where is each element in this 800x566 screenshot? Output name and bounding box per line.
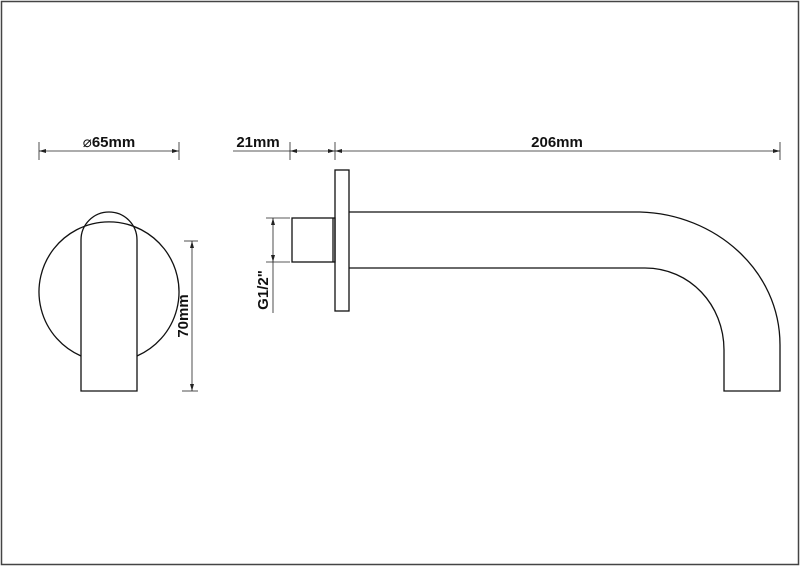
wall-plate-circle (38, 221, 180, 357)
spout-length-label: 206mm (531, 134, 583, 151)
spout-length-dimension: 206mm (335, 134, 781, 160)
flange-depth-dimension: 21mm (233, 134, 336, 160)
spout-side-profile (349, 211, 781, 392)
flange-depth-label: 21mm (236, 134, 279, 151)
thread-dimension: G1/2" (255, 217, 290, 313)
threaded-connector (291, 217, 336, 263)
spout-front-profile (80, 211, 138, 392)
height-label: 70mm (175, 294, 192, 337)
diameter-label: ⌀65mm (83, 134, 135, 151)
front-view: ⌀65mm 70mm (38, 134, 198, 392)
diameter-dimension: ⌀65mm (38, 134, 180, 160)
side-view: G1/2" 21mm 206mm (233, 134, 781, 392)
height-dimension: 70mm (175, 240, 198, 392)
thread-label: G1/2" (255, 270, 272, 310)
wall-flange (334, 169, 350, 312)
